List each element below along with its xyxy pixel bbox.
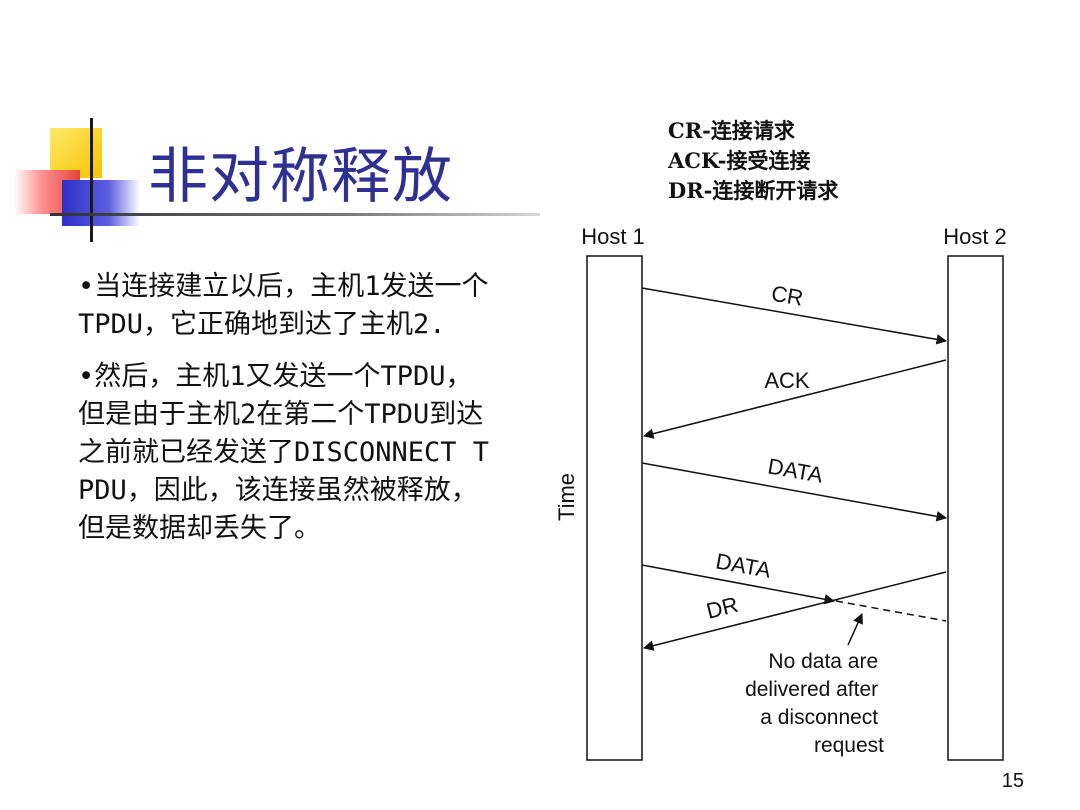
ack-label: ACK <box>764 368 810 393</box>
host1-label: Host 1 <box>581 224 645 249</box>
cr-arrow <box>641 287 948 345</box>
page-number: 15 <box>1001 770 1024 792</box>
abbreviation-legend: CR-连接请求 ACK-接受连接 DR-连接断开请求 <box>668 116 838 206</box>
note-line-4: request <box>814 734 884 757</box>
legend-item-ack: ACK-接受连接 <box>668 148 811 173</box>
time-axis-label: Time <box>554 473 579 521</box>
dr-label: DR <box>704 592 741 624</box>
note-pointer-arrow <box>847 613 863 646</box>
data1-arrow <box>641 462 948 522</box>
slide-title: 非对称释放 <box>148 142 453 212</box>
title-decoration-yellow-square <box>50 128 102 178</box>
body-text: •当连接建立以后，主机1发送一个TPDU，它正确地到达了主机2. •然后，主机1… <box>78 268 498 562</box>
title-decoration-blue-bar <box>62 180 140 226</box>
note-line-2: delivered after <box>745 678 878 701</box>
host1-timeline <box>586 255 643 761</box>
data2-arrow <box>641 564 836 605</box>
title-underline <box>50 213 540 216</box>
note-line-1: No data are <box>768 650 878 673</box>
cr-label: CR <box>769 281 805 311</box>
title-decoration-vertical-line <box>90 118 93 242</box>
data2-label: DATA <box>714 548 773 582</box>
legend-item-cr: CR-连接请求 <box>668 118 795 143</box>
bullet-paragraph-2: •然后，主机1又发送一个TPDU，但是由于主机2在第二个TPDU到达之前就已经发… <box>78 361 490 544</box>
note-line-3: a disconnect <box>760 706 878 729</box>
data2-lost-dashed-line <box>835 600 947 622</box>
bullet-paragraph-1: •当连接建立以后，主机1发送一个TPDU，它正确地到达了主机2. <box>78 271 489 340</box>
host2-timeline <box>947 255 1004 761</box>
legend-item-dr: DR-连接断开请求 <box>668 178 839 203</box>
lost-data-note: No data are delivered after a disconnect… <box>745 650 884 757</box>
ack-arrow <box>642 359 947 439</box>
host2-label: Host 2 <box>943 224 1007 249</box>
dr-arrow <box>642 571 947 651</box>
data1-label: DATA <box>766 453 825 487</box>
